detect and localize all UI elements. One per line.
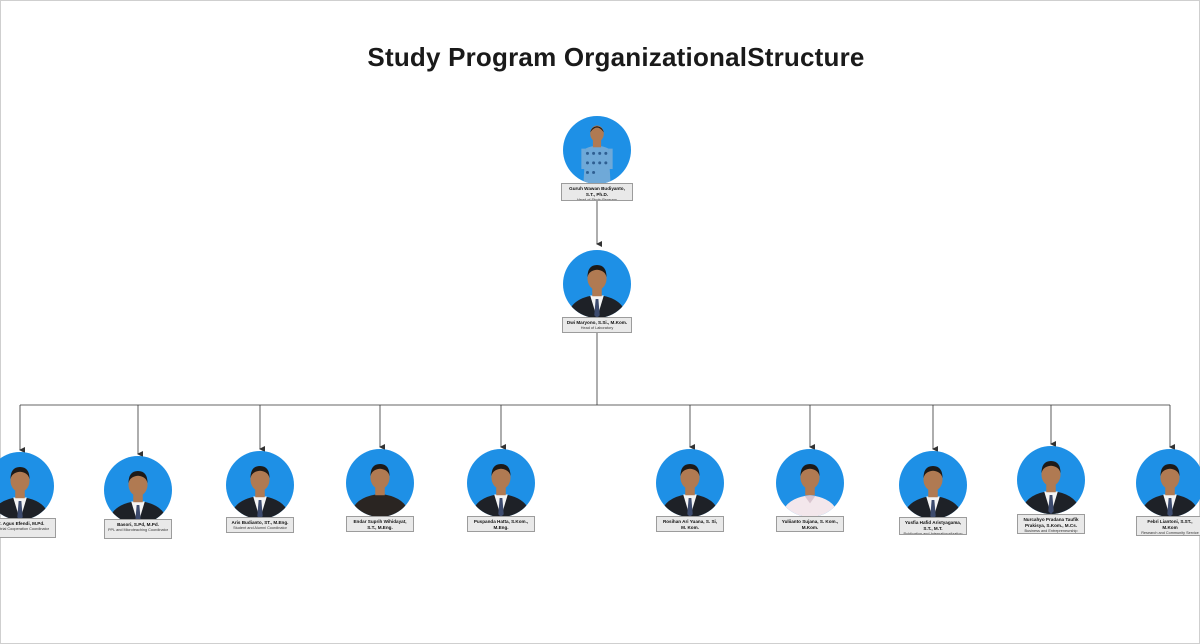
name-label: Basori, S.Pd, M.Pd.PPL and Microteaching… [104,519,172,539]
person-role: Head of Study Program [577,198,617,201]
name-label: Nurcahyo Pradana Taufik Prakisya, S.Kom.… [1017,514,1085,534]
person-photo [899,451,967,519]
person-role: Publication and Internationalization Coo… [903,532,963,535]
person-role: Quality Assurance Coordinator [471,531,531,532]
name-label: Dr. Agus Efendi, M.Pd.Industrial Coopera… [0,518,56,538]
person-photo [346,449,414,517]
name-label: Dwi Maryono, S.Si., M.Kom.Head of Labora… [562,317,632,333]
person-role: Industrial Cooperation Coordinator [0,527,50,531]
person-name: Endar Suprih Wihidayat, S.T., M.Eng. [353,519,407,530]
person-name: Nurcahyo Pradana Taufik Prakisya, S.Kom.… [1023,517,1079,528]
person-photo [1017,446,1085,514]
name-label: Rosihan Ari Yuana, S. Si, M. Kom.Thesis … [656,516,724,532]
person-role: Thesis Coordinator [660,531,720,532]
person-name: Yusfia Hafid Aristyagama, S.T., M.T. [904,520,962,531]
page-title: Study Program OrganizationalStructure [367,42,865,72]
name-label: Guruh Wawan Budiyanto, S.T., Ph.D.Head o… [561,183,633,201]
person-name: Febri Liantoni, S.ST., M.Kom [1147,519,1193,530]
person-name: Basori, S.Pd, M.Pd. [117,522,159,527]
person-name: Dr. Agus Efendi, M.Pd. [0,521,45,526]
person-name: Rosihan Ari Yuana, S. Si, M. Kom. [662,519,718,530]
person-photo [776,449,844,517]
person-role: PPL and Microteaching Coordinator [108,528,169,532]
person-name: Puspanda Hatta, S.Kom., M.Eng. [473,519,529,530]
person-photo [563,250,631,318]
person-name: Aris Budianto, ST., M.Eng. [231,520,289,525]
person-photo [226,451,294,519]
person-photo [1136,449,1200,517]
person-name: Guruh Wawan Budiyanto, S.T., Ph.D. [569,186,625,197]
person-photo [104,456,172,524]
name-label: Endar Suprih Wihidayat, S.T., M.Eng.Indu… [346,516,414,532]
name-label: Yusfia Hafid Aristyagama, S.T., M.T.Publ… [899,517,967,535]
person-role: Industrial Practice Coordinator [350,531,410,532]
person-role: Head of Laboratory [580,326,614,330]
person-photo [563,116,631,184]
person-name: Dwi Maryono, S.Si., M.Kom. [566,320,628,325]
person-photo [0,452,54,520]
person-photo [656,449,724,517]
person-role: Business and Entrepreneurship Unit Coord… [1024,529,1078,533]
person-role: Research and Community Service Coordinat… [1141,531,1199,535]
person-name: Yuliianto Sujana, S. Kom., M.Kom. [781,519,839,530]
name-label: Puspanda Hatta, S.Kom., M.Eng.Quality As… [467,516,535,532]
person-photo [467,449,535,517]
name-label: Aris Budianto, ST., M.Eng.Student and Al… [226,517,294,533]
name-label: Yuliianto Sujana, S. Kom., M.Kom. [776,516,844,532]
person-role: Student and Alumni Coordinator [233,526,287,530]
